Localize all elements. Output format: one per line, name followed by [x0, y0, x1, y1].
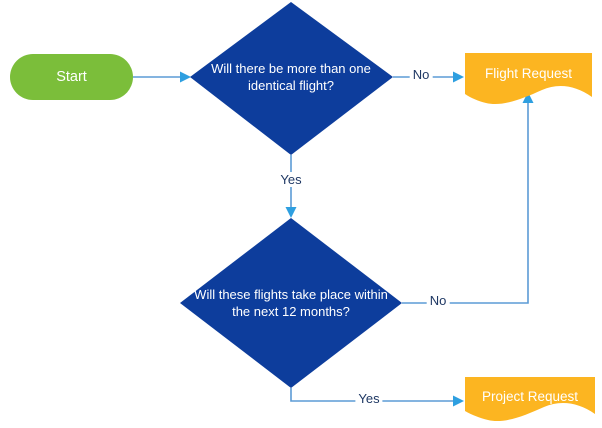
document-project-request-shape	[465, 377, 595, 422]
arrowhead-start-to-decision1	[180, 71, 191, 83]
arrowhead-decision1-yes	[285, 207, 297, 218]
decision-1-diamond	[190, 2, 393, 155]
arrowhead-decision1-no	[453, 71, 464, 83]
arrowhead-decision2-yes	[453, 395, 464, 407]
start-terminator-shape	[10, 54, 133, 100]
connector-decision2-yes	[290, 388, 457, 402]
connector-decision2-no	[402, 100, 529, 304]
document-flight-request-shape	[465, 53, 592, 105]
decision-2-diamond	[180, 218, 402, 388]
arrowhead-decision2-no	[522, 92, 534, 103]
